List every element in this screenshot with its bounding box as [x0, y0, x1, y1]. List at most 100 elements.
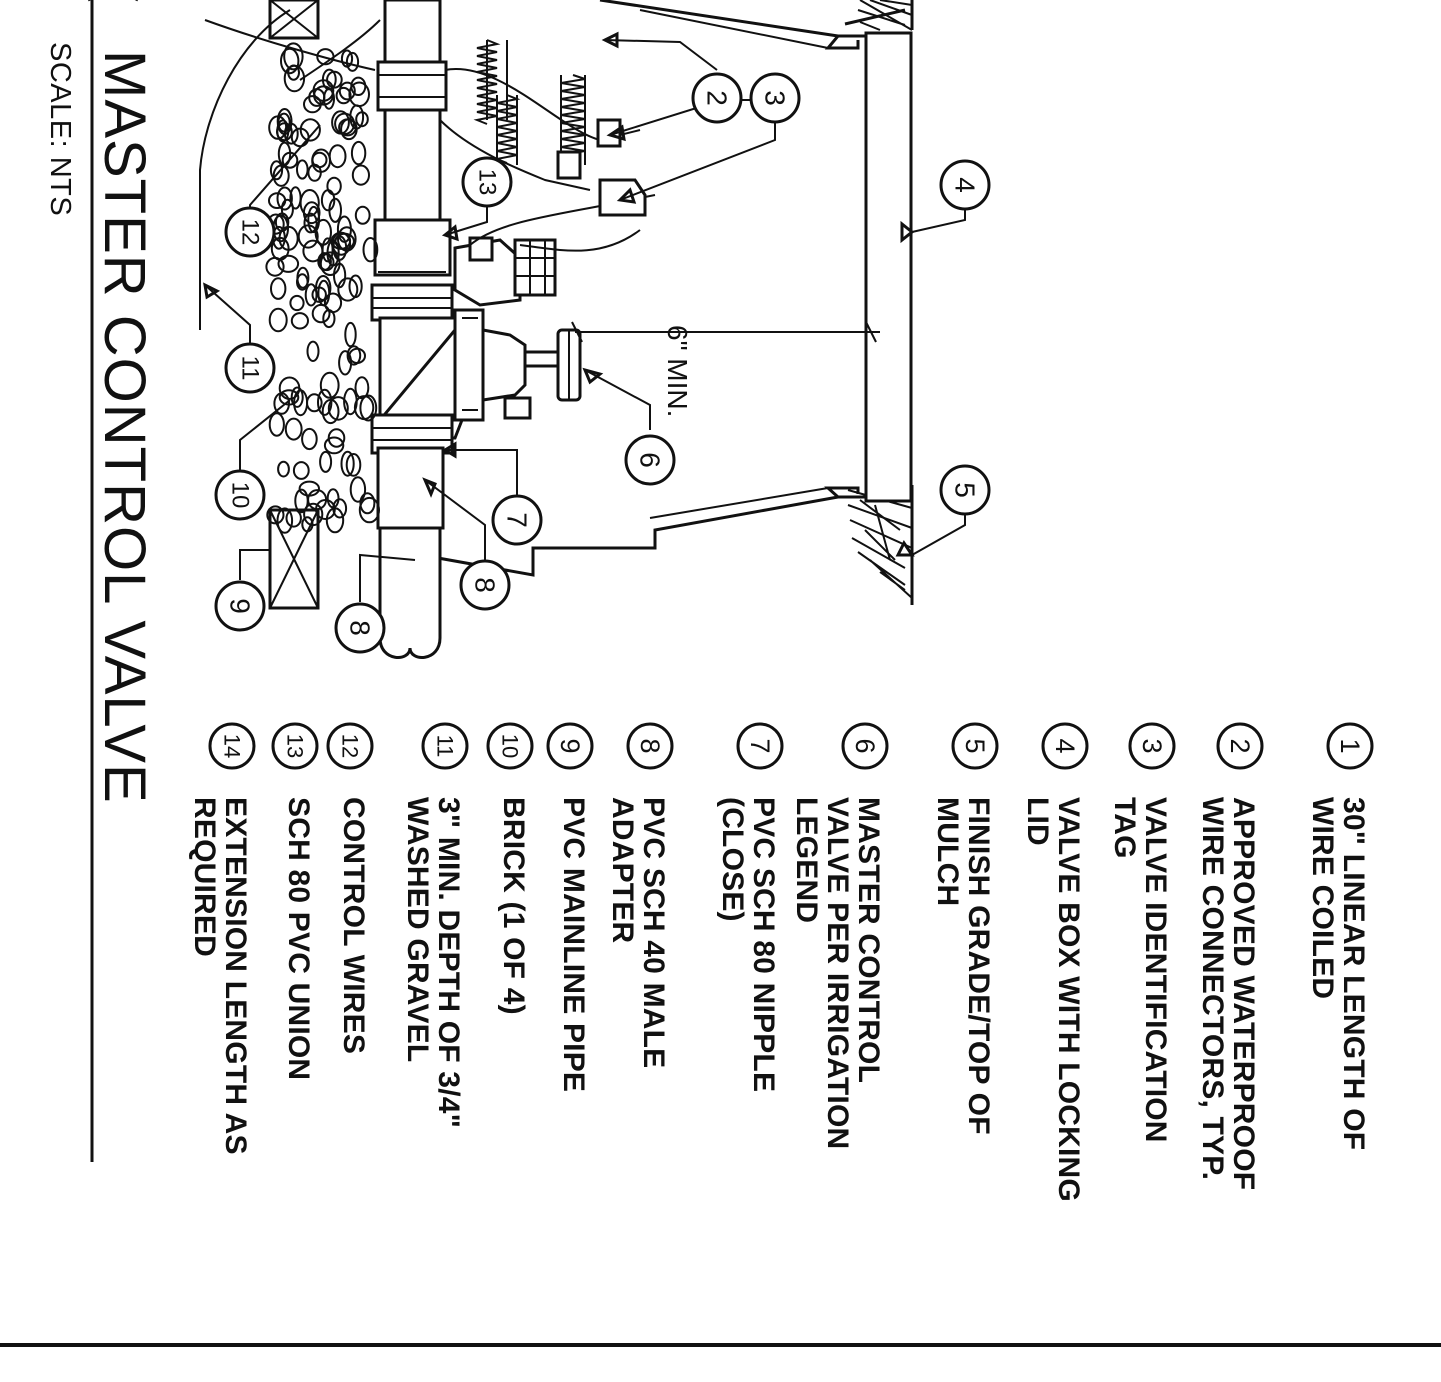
legend-item-text: FINISH GRADE/TOP OF — [962, 797, 995, 1135]
gravel-stone — [299, 189, 320, 217]
legend-item-text: ADAPTER — [606, 797, 639, 944]
callout-number: 8 — [470, 577, 501, 593]
gravel-stone — [338, 350, 353, 376]
dimension-label: 6" MIN. — [662, 325, 693, 417]
legend-number: 3 — [1137, 738, 1167, 753]
gravel-stone — [278, 389, 300, 406]
gravel-stone — [277, 460, 290, 478]
legend-item-text: SCH 80 PVC UNION — [282, 797, 315, 1081]
gravel-stone — [318, 253, 335, 272]
title-text: MASTER CONTROL VALVE — [92, 50, 157, 804]
gravel-stone — [359, 394, 378, 422]
gravel-stone — [344, 321, 357, 348]
gravel-stone — [290, 386, 304, 408]
legend-number-circle — [326, 722, 374, 770]
gravel-stone — [289, 294, 305, 312]
legend-item-text: PVC MAINLINE PIPE — [557, 797, 590, 1093]
legend-item-text: LID — [1021, 797, 1054, 846]
callout-number: 12 — [237, 219, 264, 246]
gravel-stone — [316, 48, 335, 66]
gravel-stone — [358, 496, 380, 524]
legend-item-text: PVC SCH 80 NIPPLE — [747, 797, 780, 1093]
legend-number-circle — [841, 722, 889, 770]
gravel-stone — [302, 201, 321, 225]
gravel-stone — [311, 303, 331, 324]
legend-number: 9 — [555, 738, 585, 753]
gravel-stone — [327, 428, 346, 448]
male-adapter-upper — [373, 218, 452, 277]
legend-number-circle — [951, 722, 999, 770]
gravel-stone — [326, 70, 343, 89]
callout-number: 13 — [474, 169, 501, 196]
gravel-stone — [323, 436, 345, 455]
legend-item-12: CONTROL WIRES — [337, 797, 370, 1054]
flow-control-stem — [523, 350, 562, 368]
callout-number: 11 — [237, 356, 264, 381]
gravel-stone — [284, 417, 303, 441]
gravel-stone — [337, 226, 357, 252]
gravel-stone — [280, 198, 294, 220]
gravel-stone — [299, 118, 321, 142]
callout-circle — [224, 342, 276, 394]
gravel-stone — [321, 398, 340, 425]
gravel-stone — [283, 122, 299, 145]
gravel-stone — [303, 95, 322, 114]
legend-item-text: BRICK (1 OF 4) — [497, 797, 530, 1015]
gravel-stone — [350, 140, 367, 166]
gravel-stone — [276, 186, 293, 211]
gravel-stone — [354, 205, 371, 225]
gravel-stone — [302, 239, 324, 263]
callout-circle — [491, 494, 543, 546]
legend-number: 8 — [635, 738, 665, 753]
gravel-stone — [326, 488, 340, 509]
gravel-stone — [319, 450, 333, 473]
gravel-stone — [266, 505, 285, 525]
gravel-stone — [345, 51, 360, 72]
gravel-stone — [348, 81, 371, 108]
legend-item-text: WIRE COILED — [1306, 797, 1339, 1000]
callout-number: 4 — [950, 177, 981, 193]
callout-circle — [334, 602, 386, 654]
legend-item-text: MULCH — [931, 797, 964, 907]
legend-item-11: 3" MIN. DEPTH OF 3/4"WASHED GRAVEL — [401, 797, 465, 1128]
gravel-stone — [296, 159, 309, 180]
gravel-stone — [346, 345, 362, 366]
legend-number: 11 — [433, 735, 458, 758]
valve-box-lid — [864, 31, 913, 503]
dimension-6-min: 6" MIN. — [571, 321, 880, 417]
callout-circle — [939, 159, 991, 211]
soil-hatch-top — [857, 0, 913, 31]
scale-text: SCALE: NTS — [44, 42, 76, 217]
gravel-stone — [296, 273, 309, 291]
wire-connector-2 — [556, 150, 582, 180]
gravel-stone — [270, 277, 287, 300]
gravel-stone — [285, 508, 302, 528]
gravel-stone — [327, 396, 349, 421]
gravel-stone — [337, 277, 359, 302]
gravel-stone — [283, 42, 304, 71]
drawing-title: MASTER CONTROL VALVE — [91, 50, 158, 804]
callout-number: 9 — [225, 598, 256, 614]
callout-circle — [214, 469, 266, 521]
legend-item-text: VALVE PER IRRIGATION — [821, 797, 854, 1150]
gravel-stone — [298, 480, 320, 497]
legend-item-text: (CLOSE) — [716, 797, 749, 922]
gravel-stone — [348, 274, 363, 299]
valve-flange — [453, 308, 485, 422]
gravel-stone — [335, 86, 352, 105]
legend-number-circle — [1041, 722, 1089, 770]
legend-item-10: BRICK (1 OF 4) — [497, 797, 530, 1015]
gravel-stone — [294, 488, 309, 514]
callout-circle — [749, 72, 801, 124]
legend-number-circle — [421, 722, 469, 770]
legend-item-text: EXTENSION LENGTH AS — [219, 797, 252, 1155]
brick-top — [268, 0, 320, 40]
gravel-stone — [336, 215, 352, 243]
gravel-stone — [303, 212, 318, 234]
gravel-stone — [314, 218, 332, 246]
gravel-stone — [334, 232, 355, 250]
